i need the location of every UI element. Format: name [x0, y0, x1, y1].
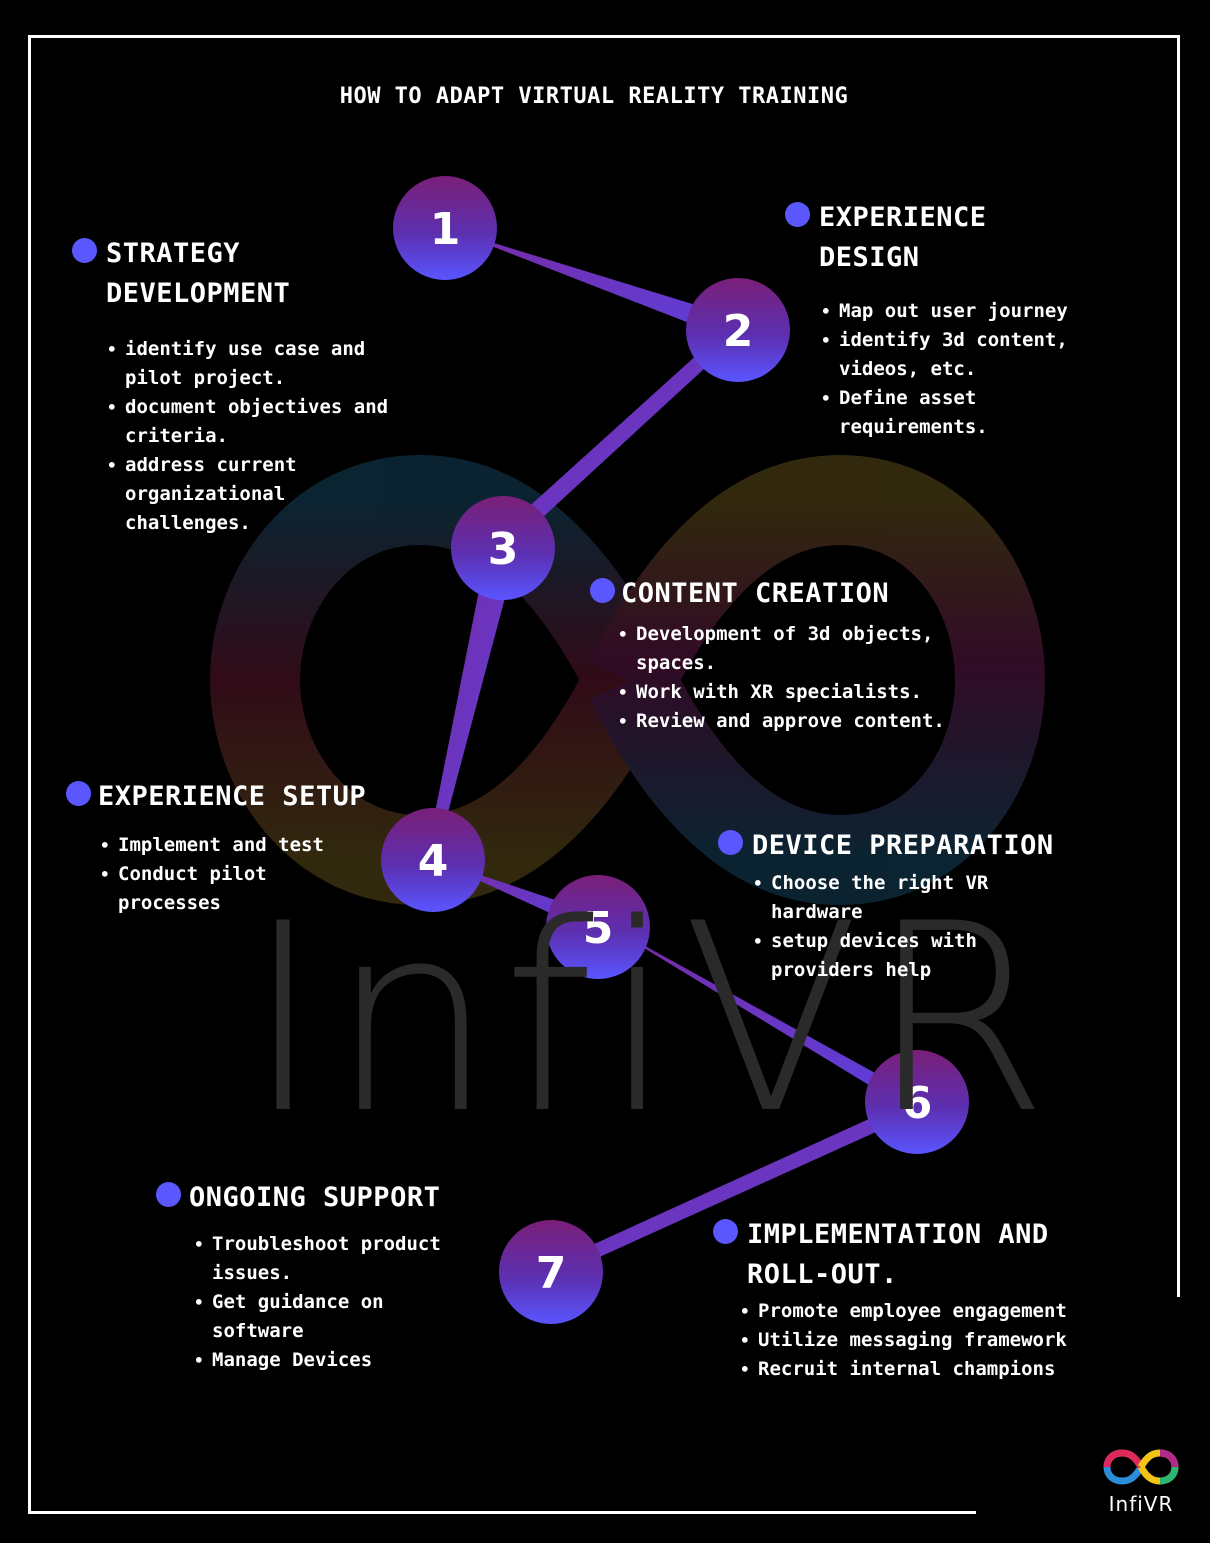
list-item: Define asset requirements.: [821, 384, 1068, 442]
connector-2-3: [492, 345, 730, 552]
frame-top: [28, 35, 1180, 38]
list-item: Development of 3d objects, spaces.: [618, 620, 945, 678]
step-title: DEVICE PREPARATION: [752, 830, 1054, 861]
step-implementation-roll-out: IMPLEMENTATION AND ROLL-OUT. Promote emp…: [713, 1215, 1067, 1384]
step-node-4-number: 4: [418, 836, 449, 887]
list-item: identify use case and pilot project.: [107, 335, 388, 393]
step-node-5: 5: [546, 875, 650, 979]
step-ongoing-support: ONGOING SUPPORT Troubleshoot product iss…: [156, 1178, 441, 1375]
connector-3-4: [428, 560, 515, 850]
page-title: HOW TO ADAPT VIRTUAL REALITY TRAINING: [339, 84, 849, 109]
bullet-dot-icon: [718, 830, 743, 855]
infivr-logo: InfiVR: [1098, 1448, 1184, 1516]
list-item: Promote employee engagement: [740, 1297, 1067, 1326]
frame-right: [1177, 35, 1180, 1297]
bullet-dot-icon: [590, 578, 615, 603]
list-item: Recruit internal champions: [740, 1355, 1067, 1384]
step-item-list: Troubleshoot product issues. Get guidanc…: [194, 1230, 441, 1375]
step-strategy-development: STRATEGY DEVELOPMENT identify use case a…: [72, 234, 388, 538]
connector-lines: [428, 228, 920, 1278]
step-experience-design: EXPERIENCE DESIGN Map out user journey i…: [785, 198, 1068, 442]
list-item: address current organizational challenge…: [107, 451, 388, 538]
logo-text: InfiVR: [1108, 1492, 1174, 1516]
step-title: CONTENT CREATION: [621, 578, 890, 609]
connector-1-2: [445, 228, 738, 342]
list-item: identify 3d content, videos, etc.: [821, 326, 1068, 384]
step-item-list: Development of 3d objects, spaces. Work …: [618, 620, 945, 736]
step-node-2-number: 2: [723, 306, 754, 357]
infinity-logo-icon: [1103, 1449, 1179, 1485]
list-item: Review and approve content.: [618, 707, 945, 736]
list-item: Get guidance on software: [194, 1288, 441, 1346]
step-title: STRATEGY DEVELOPMENT: [106, 238, 291, 309]
step-node-1-number: 1: [430, 204, 461, 255]
bullet-dot-icon: [72, 238, 97, 263]
list-item: setup devices with providers help: [753, 927, 1054, 985]
list-item: Troubleshoot product issues.: [194, 1230, 441, 1288]
frame-bottom: [28, 1511, 976, 1514]
step-node-4: 4: [381, 808, 485, 912]
step-item-list: Choose the right VR hardware setup devic…: [753, 869, 1054, 985]
step-node-7: 7: [499, 1220, 603, 1324]
list-item: Map out user journey: [821, 297, 1068, 326]
connector-5-6: [598, 920, 915, 1110]
step-node-6-number: 6: [902, 1078, 933, 1129]
connector-6-7: [548, 1098, 920, 1278]
bullet-dot-icon: [713, 1219, 738, 1244]
bullet-dot-icon: [785, 202, 810, 227]
step-node-3-number: 3: [488, 524, 519, 575]
list-item: Work with XR specialists.: [618, 678, 945, 707]
step-title: EXPERIENCE SETUP: [98, 781, 367, 812]
step-device-preparation: DEVICE PREPARATION Choose the right VR h…: [718, 826, 1054, 985]
bullet-dot-icon: [66, 781, 91, 806]
step-title: EXPERIENCE DESIGN: [819, 202, 987, 273]
step-title: ONGOING SUPPORT: [189, 1182, 441, 1213]
step-item-list: Promote employee engagement Utilize mess…: [740, 1297, 1067, 1384]
step-content-creation: CONTENT CREATION Development of 3d objec…: [590, 574, 945, 736]
step-title: IMPLEMENTATION AND ROLL-OUT.: [747, 1219, 1049, 1290]
step-node-6: 6: [865, 1050, 969, 1154]
step-node-7-number: 7: [536, 1248, 567, 1299]
list-item: Choose the right VR hardware: [753, 869, 1054, 927]
step-node-3: 3: [451, 496, 555, 600]
step-item-list: Map out user journey identify 3d content…: [821, 297, 1068, 442]
list-item: document objectives and criteria.: [107, 393, 388, 451]
step-item-list: identify use case and pilot project. doc…: [107, 335, 388, 538]
step-node-5-number: 5: [583, 903, 614, 954]
list-item: Manage Devices: [194, 1346, 441, 1375]
step-experience-setup: EXPERIENCE SETUP Implement and test Cond…: [66, 777, 366, 918]
list-item: Utilize messaging framework: [740, 1326, 1067, 1355]
step-node-2: 2: [686, 278, 790, 382]
step-node-1: 1: [393, 176, 497, 280]
step-item-list: Implement and test Conduct pilot process…: [100, 831, 366, 918]
list-item: Conduct pilot processes: [100, 860, 366, 918]
list-item: Implement and test: [100, 831, 366, 860]
frame-left: [28, 35, 31, 1514]
bullet-dot-icon: [156, 1182, 181, 1207]
